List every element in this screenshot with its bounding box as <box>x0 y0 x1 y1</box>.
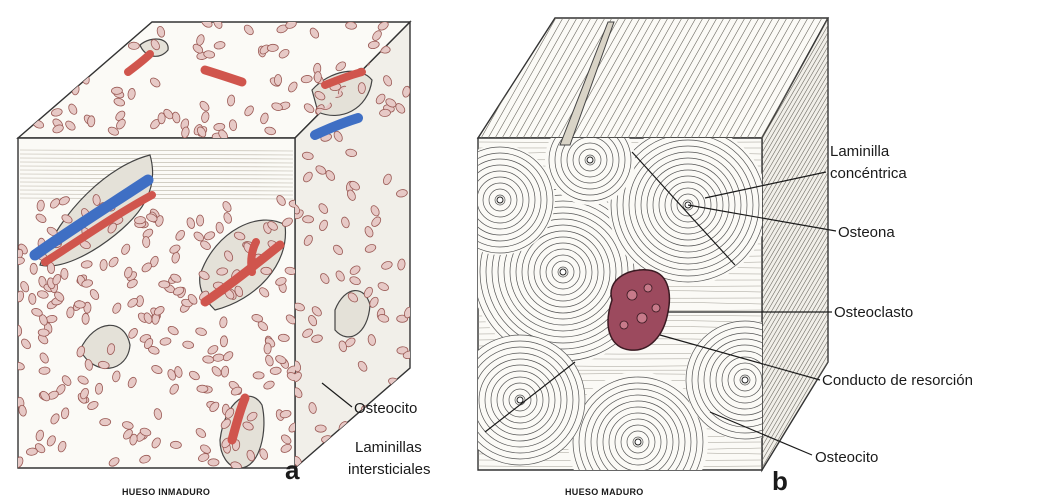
osteocyte-cell <box>220 336 228 347</box>
osteocyte-cell <box>30 93 43 105</box>
osteocyte-cell <box>100 259 108 270</box>
osteocyte-cell <box>18 110 29 118</box>
osteocyte-cell <box>100 418 111 426</box>
osteocyte-cell <box>30 263 37 274</box>
osteocyte-cell <box>16 84 29 96</box>
osteocito-label-b: Osteocito <box>815 449 878 466</box>
osteocyte-cell <box>53 23 66 35</box>
lamella-line <box>837 16 907 140</box>
lamella-line <box>823 16 893 140</box>
laminilla-label-line1: Laminilla <box>830 143 890 160</box>
osteocyte-cell <box>170 441 181 449</box>
panel-b-caption: HUESO MADURO <box>565 487 644 497</box>
osteocyte-cell <box>53 73 66 83</box>
haversian-canal <box>517 397 523 403</box>
osteocyte-cell <box>86 54 98 63</box>
osteocyte-cell <box>54 35 67 46</box>
osteocyte-cell <box>197 385 208 393</box>
osteoclasto-label: Osteoclasto <box>834 304 913 321</box>
osteocyte-cell <box>358 83 365 94</box>
osteocito-label-a: Osteocito <box>354 400 417 417</box>
osteocyte-cell <box>253 372 264 379</box>
immature-bone-block: Osteocito a HUESO INMADURO <box>13 16 418 497</box>
osteocyte-cell <box>314 71 322 82</box>
osteocyte-cell <box>379 109 390 117</box>
haversian-canal <box>742 377 748 383</box>
osteocyte-cell <box>267 44 278 52</box>
osteocyte-cell <box>261 267 272 275</box>
osteocyte-cell <box>331 443 342 456</box>
artery <box>251 242 256 272</box>
intersticiales-label-line2: intersticiales <box>348 461 431 478</box>
osteocyte-cell <box>17 65 25 77</box>
osteocyte-cell <box>315 425 326 432</box>
osteocyte-cell <box>112 34 120 46</box>
panel-a-letter: a <box>285 455 300 485</box>
panel-a-caption: HUESO INMADURO <box>122 487 210 497</box>
haversian-canal <box>560 269 566 275</box>
haversian-canal <box>497 197 503 203</box>
osteocyte-cell <box>274 74 282 85</box>
osteocyte-cell <box>22 40 35 53</box>
haversian-canal <box>587 157 593 163</box>
osteona-label: Osteona <box>838 224 895 241</box>
lamella-line <box>830 16 900 140</box>
osteocyte-cell <box>128 42 139 49</box>
osteocyte-cell <box>111 87 122 95</box>
osteocyte-cell <box>82 313 89 324</box>
osteocyte-cell <box>142 236 150 247</box>
laminilla-label-line2: concéntrica <box>830 165 907 182</box>
osteocyte-cell <box>208 459 219 466</box>
osteocyte-cell <box>42 16 51 28</box>
osteocyte-cell <box>19 56 32 67</box>
osteocyte-cell <box>61 268 69 279</box>
osteocyte-cell <box>70 45 78 56</box>
osteocyte-cell <box>87 116 95 127</box>
osteocyte-cell <box>302 216 313 224</box>
osteocyte-cell <box>159 281 170 289</box>
intersticiales-label-line1: Laminillas <box>355 439 422 456</box>
panel-b-letter: b <box>772 466 788 496</box>
conducto-label: Conducto de resorción <box>822 372 973 389</box>
osteocyte-cell <box>41 29 54 41</box>
mature-bone-block: Laminilla concéntrica Osteona Osteoclast… <box>348 0 973 497</box>
osteocyte-cell <box>39 42 52 53</box>
osteocyte-cell <box>158 113 165 124</box>
osteocyte-cell <box>19 47 32 58</box>
osteocyte-cell <box>196 215 203 226</box>
osteocyte-cell <box>52 18 65 30</box>
osteocyte-cell <box>54 39 67 52</box>
osteocyte-cell <box>264 343 272 354</box>
osteocyte-cell <box>22 87 35 98</box>
osteocyte-cell <box>378 427 390 437</box>
haversian-canal <box>635 439 641 445</box>
